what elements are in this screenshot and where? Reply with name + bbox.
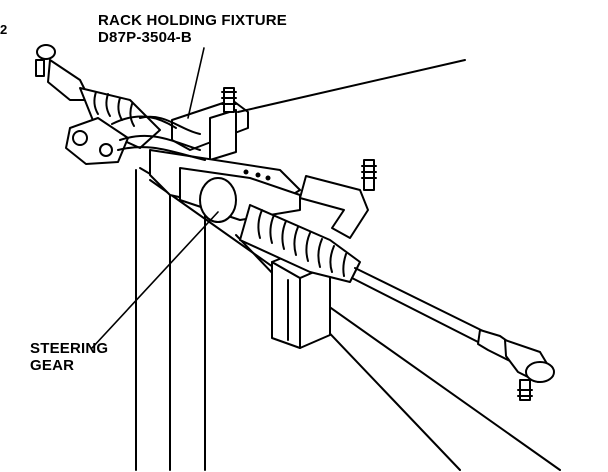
gear-label-line1: STEERING: [30, 340, 109, 357]
left-tie-rod: [35, 44, 161, 149]
bellows-boot: [239, 204, 361, 283]
fixture-label-line1: RACK HOLDING FIXTURE: [98, 12, 287, 29]
rack-holding-fixture-label: RACK HOLDING FIXTURE D87P-3504-B: [98, 12, 287, 46]
pinion-valve-body: [65, 115, 206, 165]
edge-mark: 2: [0, 22, 8, 37]
rack-holding-fixture: [171, 59, 466, 239]
right-tie-rod: [351, 267, 555, 401]
rack-holding-fixture-leader: [187, 47, 205, 119]
steering-gear-leader: [91, 211, 219, 349]
fixture-label-line2: D87P-3504-B: [98, 29, 192, 46]
gear-label-line2: GEAR: [30, 357, 75, 374]
rack-housing: [149, 149, 301, 223]
steering-gear-label: STEERING GEAR: [30, 340, 108, 374]
